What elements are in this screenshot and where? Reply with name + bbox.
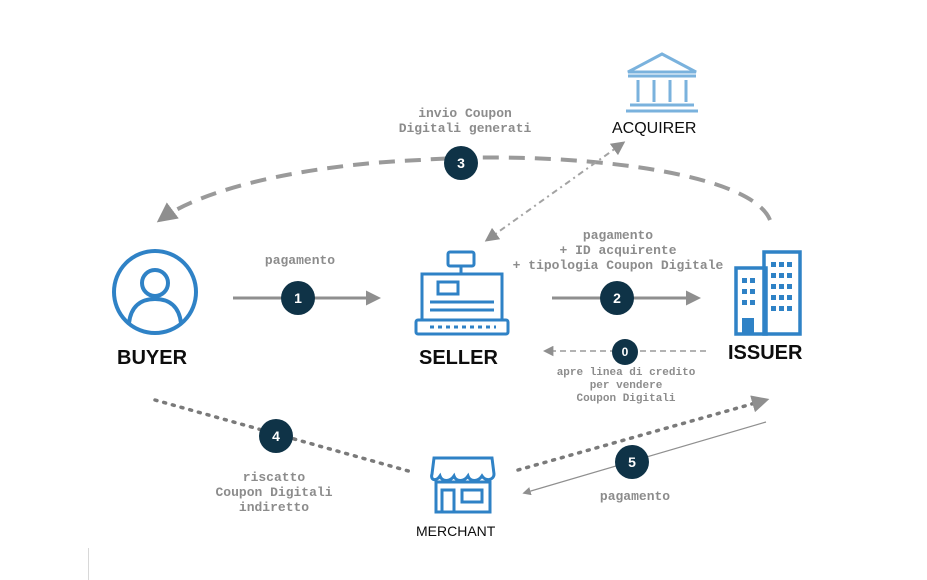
issuer-label: ISSUER bbox=[728, 342, 803, 364]
label-issuer-to-seller: apre linea di credito per vendere Coupon… bbox=[556, 367, 696, 405]
step-badge-3: 3 bbox=[444, 146, 478, 180]
user-circle-icon bbox=[112, 249, 198, 335]
step-badge-4: 4 bbox=[259, 419, 293, 453]
page-edge-divider bbox=[88, 548, 89, 580]
buyer-label: BUYER bbox=[117, 347, 188, 369]
bank-icon bbox=[626, 52, 698, 113]
acquirer-label: ACQUIRER bbox=[612, 120, 697, 137]
cash-register-icon bbox=[414, 250, 510, 336]
label-buyer-to-merchant: riscatto Coupon Digitali indiretto bbox=[215, 470, 333, 515]
step-badge-2: 2 bbox=[600, 281, 634, 315]
office-building-icon bbox=[734, 250, 802, 336]
merchant-label: MERCHANT bbox=[416, 523, 496, 539]
step-badge-1: 1 bbox=[281, 281, 315, 315]
seller-label: SELLER bbox=[419, 347, 498, 369]
label-seller-to-issuer: pagamento + ID acquirente + tipologia Co… bbox=[512, 228, 724, 273]
label-buyer-to-seller: pagamento bbox=[264, 253, 336, 268]
label-issuer-to-merchant: pagamento bbox=[599, 489, 671, 504]
arrow-merchant-to-issuer bbox=[516, 395, 770, 472]
step-badge-0: 0 bbox=[612, 339, 638, 365]
label-issuer-to-buyer: invio Coupon Digitali generati bbox=[398, 106, 532, 136]
arrow-seller-acquirer bbox=[484, 141, 626, 242]
step-badge-5: 5 bbox=[615, 445, 649, 479]
shop-icon bbox=[430, 456, 496, 514]
arrow-issuer-to-buyer bbox=[156, 155, 772, 223]
